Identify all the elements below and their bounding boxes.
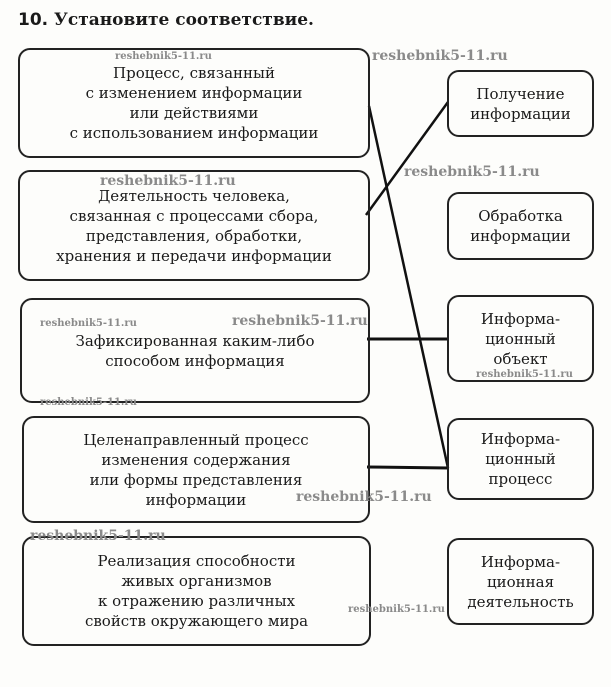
watermark: reshebnik5-11.ru bbox=[372, 48, 508, 64]
watermark: reshebnik5-11.ru bbox=[232, 313, 368, 329]
watermark: reshebnik5-11.ru bbox=[100, 173, 236, 189]
right-item-4[interactable]: Информа- ционный процесс bbox=[447, 418, 594, 500]
watermark: reshebnik5-11.ru bbox=[404, 164, 540, 180]
left-item-4[interactable]: Целенаправленный процесс изменения содер… bbox=[22, 416, 370, 523]
watermark: reshebnik5-11.ru bbox=[348, 604, 445, 615]
watermark: reshebnik5-11.ru bbox=[30, 528, 166, 544]
left-item-5[interactable]: Реализация способности живых организмов … bbox=[22, 536, 371, 646]
right-item-2[interactable]: Обработка информации bbox=[447, 192, 594, 260]
watermark: reshebnik5-11.ru bbox=[40, 397, 137, 408]
watermark: reshebnik5-11.ru bbox=[476, 369, 573, 380]
task-heading: 10. Установите соответствие. bbox=[18, 10, 314, 30]
connection-line bbox=[366, 465, 449, 470]
task-text: Установите соответствие. bbox=[54, 10, 314, 30]
right-item-1[interactable]: Получение информации bbox=[447, 70, 594, 137]
left-item-3[interactable]: Зафиксированная каким-либо способом инфо… bbox=[20, 298, 370, 403]
watermark: reshebnik5-11.ru bbox=[296, 489, 432, 505]
right-item-3[interactable]: Информа- ционный объект bbox=[447, 295, 594, 382]
right-item-5[interactable]: Информа- ционная деятельность bbox=[447, 538, 594, 625]
left-item-1[interactable]: Процесс, связанный с изменением информац… bbox=[18, 48, 370, 158]
watermark: reshebnik5-11.ru bbox=[40, 318, 137, 329]
connection-line bbox=[367, 105, 450, 469]
connection-line bbox=[364, 101, 450, 216]
task-number: 10. bbox=[18, 10, 49, 30]
left-item-2[interactable]: Деятельность человека, связанная с проце… bbox=[18, 170, 370, 281]
watermark: reshebnik5-11.ru bbox=[115, 51, 212, 62]
